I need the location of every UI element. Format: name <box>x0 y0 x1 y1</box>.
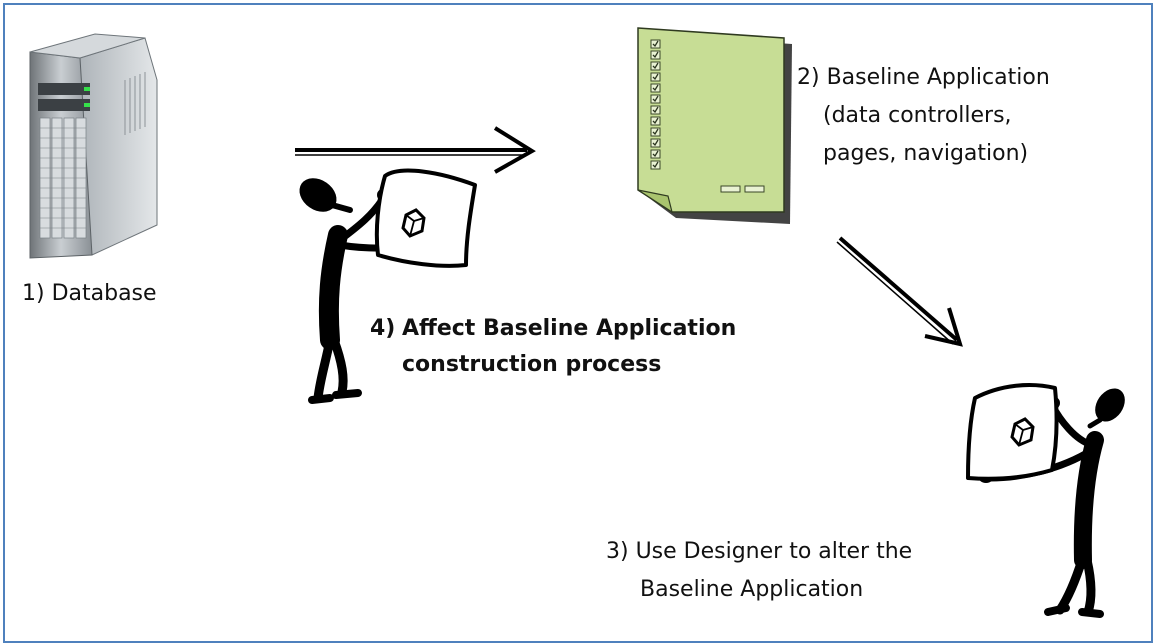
label-baseline-application: 2) Baseline Application <box>797 65 1050 90</box>
label-baseline-detail-2: pages, navigation) <box>823 141 1029 166</box>
label-baseline-detail-1: (data controllers, <box>823 103 1012 128</box>
document-icon <box>637 27 792 224</box>
label-affect-number: 4) <box>370 316 396 341</box>
label-use-designer-2: Baseline Application <box>640 577 864 602</box>
label-affect-baseline: Affect Baseline Application <box>402 316 737 341</box>
arrow-database-to-application <box>295 126 536 174</box>
stick-figure-holding-paper-icon <box>966 383 1125 618</box>
arrow-application-to-designer <box>836 236 963 347</box>
server-icon <box>29 33 158 259</box>
label-database: 1) Database <box>22 281 157 306</box>
label-construction-process: construction process <box>402 352 662 377</box>
stick-figure-holding-paper-icon <box>299 168 477 404</box>
label-use-designer: 3) Use Designer to alter the <box>606 539 913 564</box>
